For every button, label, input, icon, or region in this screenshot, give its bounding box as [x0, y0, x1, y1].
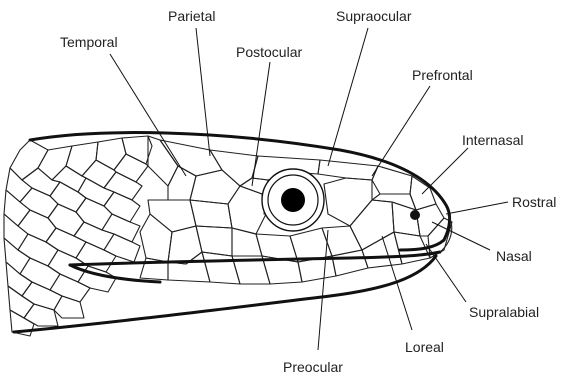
leader-rostral [446, 202, 508, 214]
label-preocular: Preocular [283, 359, 343, 375]
label-parietal: Parietal [168, 8, 215, 24]
nostril [410, 210, 420, 220]
leader-nasal [432, 222, 490, 250]
leader-supraocular [328, 28, 368, 166]
label-rostral: Rostral [512, 194, 556, 210]
body-scales [4, 136, 152, 336]
label-postocular: Postocular [236, 44, 302, 60]
leader-supralabial [426, 244, 466, 302]
eye [262, 169, 324, 231]
label-loreal: Loreal [405, 339, 444, 355]
leader-postocular [252, 62, 270, 186]
label-supraocular: Supraocular [336, 8, 412, 24]
leader-internasal [422, 148, 468, 194]
label-prefrontal: Prefrontal [412, 67, 473, 83]
label-supralabial: Supralabial [469, 304, 539, 320]
label-nasal: Nasal [496, 248, 532, 264]
label-temporal: Temporal [60, 34, 118, 50]
label-internasal: Internasal [462, 132, 523, 148]
leader-preocular [318, 230, 328, 350]
leader-prefrontal [372, 86, 430, 176]
leader-parietal [196, 28, 210, 156]
